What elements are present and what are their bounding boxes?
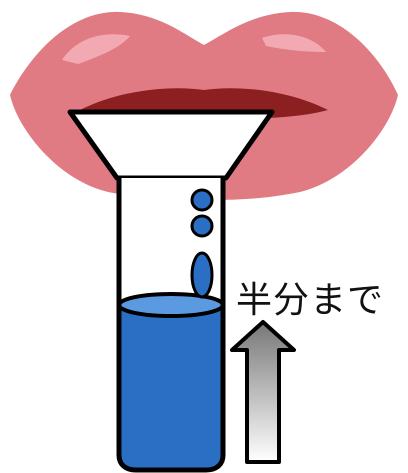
bubble-icon bbox=[190, 188, 214, 212]
caption-text: 半分まで bbox=[236, 280, 385, 321]
bubble-group bbox=[190, 188, 214, 299]
up-arrow-icon bbox=[230, 320, 296, 464]
funnel-icon bbox=[67, 109, 275, 181]
bubble-icon bbox=[190, 214, 214, 238]
bubble-icon bbox=[190, 251, 214, 299]
tube-icon bbox=[116, 178, 226, 473]
